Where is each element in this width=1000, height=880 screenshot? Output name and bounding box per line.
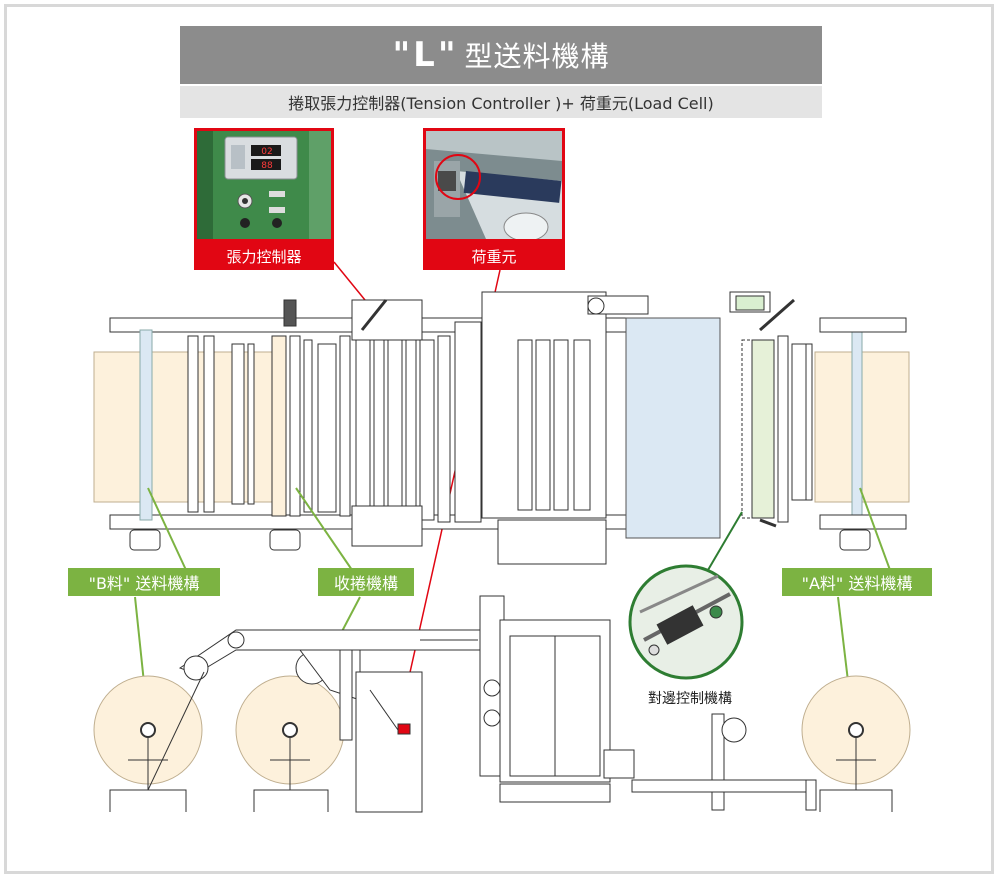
load-cell-photo <box>423 128 565 242</box>
side-view-assembly <box>93 595 911 813</box>
load-cell-label: 荷重元 <box>423 242 565 270</box>
page-subtitle: 捲取張力控制器(Tension Controller )+ 荷重元(Load C… <box>180 86 822 118</box>
outer-frame <box>4 4 994 874</box>
page-title: " L " 型送料機構 <box>180 26 822 84</box>
title-rest: 型送料機構 <box>464 40 610 73</box>
tension-controller-label: 張力控制器 <box>194 242 334 270</box>
b-feed-label: "B料" 送料機構 <box>68 568 220 596</box>
title-letter: L <box>413 35 436 75</box>
tension-controller-photo: 02 88 <box>194 128 334 242</box>
edge-control-photo <box>628 564 744 680</box>
display-readout-1: 02 <box>261 147 272 157</box>
tension-controller-image: 02 88 <box>197 131 331 239</box>
control-cabinet <box>355 671 423 813</box>
tension-controller-leader <box>333 261 366 301</box>
display-readout-2: 88 <box>261 161 273 171</box>
edge-control-label: 對邊控制機構 <box>648 691 732 707</box>
winding-label: 收捲機構 <box>318 568 414 596</box>
title-quote-open: " <box>392 35 412 75</box>
title-quote-close: " <box>437 35 457 75</box>
load-cell-image <box>426 131 562 239</box>
a-feed-label: "A料" 送料機構 <box>782 568 932 596</box>
top-view-assembly <box>93 291 910 565</box>
